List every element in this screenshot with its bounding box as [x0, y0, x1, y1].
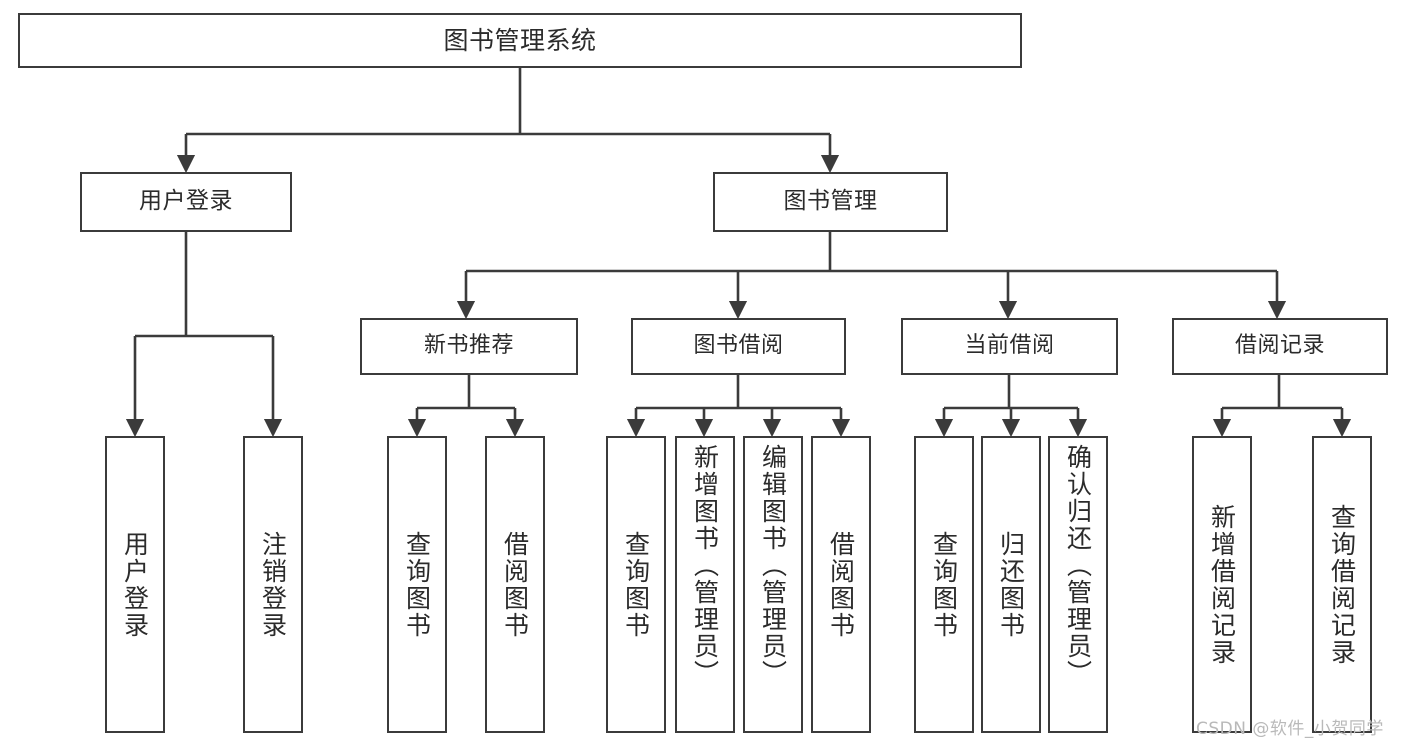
node-leaf-borrow-book-1[interactable]: 借阅图书 — [485, 436, 545, 733]
node-leaf-edit-book-admin[interactable]: 编辑图书（管理员） — [743, 436, 803, 733]
node-label: 借阅记录 — [1234, 333, 1325, 359]
node-leaf-query-book-3[interactable]: 查询图书 — [914, 436, 974, 733]
node-label: 注销登录 — [258, 530, 288, 639]
node-label: 查询借阅记录 — [1327, 503, 1357, 666]
node-label: 新增借阅记录 — [1207, 503, 1237, 666]
node-label: 图书借阅 — [693, 333, 784, 359]
node-label: 新增图书（管理员） — [690, 444, 720, 687]
node-new-book-recommend[interactable]: 新书推荐 — [360, 318, 578, 375]
node-book-management[interactable]: 图书管理 — [713, 172, 948, 232]
node-leaf-query-borrow-record[interactable]: 查询借阅记录 — [1312, 436, 1372, 733]
node-label: 当前借阅 — [964, 333, 1055, 359]
node-leaf-confirm-return-admin[interactable]: 确认归还（管理员） — [1048, 436, 1108, 733]
node-label: 查询图书 — [402, 530, 432, 639]
node-label: 用户登录 — [139, 188, 233, 215]
node-leaf-query-book-1[interactable]: 查询图书 — [387, 436, 447, 733]
node-book-borrow[interactable]: 图书借阅 — [631, 318, 846, 375]
node-label: 编辑图书（管理员） — [758, 444, 788, 687]
node-user-login[interactable]: 用户登录 — [80, 172, 292, 232]
node-leaf-query-book-2[interactable]: 查询图书 — [606, 436, 666, 733]
node-leaf-user-login[interactable]: 用户登录 — [105, 436, 165, 733]
node-label: 查询图书 — [929, 530, 959, 639]
node-leaf-add-book-admin[interactable]: 新增图书（管理员） — [675, 436, 735, 733]
node-current-borrow[interactable]: 当前借阅 — [901, 318, 1118, 375]
node-leaf-return-book[interactable]: 归还图书 — [981, 436, 1041, 733]
csdn-watermark: CSDN @软件_小贺同学 — [1196, 719, 1384, 739]
node-borrow-record[interactable]: 借阅记录 — [1172, 318, 1388, 375]
node-label: 确认归还（管理员） — [1063, 444, 1093, 687]
node-leaf-logout-login[interactable]: 注销登录 — [243, 436, 303, 733]
node-book-management-system[interactable]: 图书管理系统 — [18, 13, 1022, 68]
node-label: 图书管理 — [783, 188, 878, 215]
node-label: 借阅图书 — [826, 530, 856, 639]
node-label: 用户登录 — [120, 530, 150, 639]
node-label: 新书推荐 — [423, 333, 514, 359]
node-label: 借阅图书 — [500, 530, 530, 639]
node-leaf-borrow-book-2[interactable]: 借阅图书 — [811, 436, 871, 733]
node-label: 查询图书 — [621, 530, 651, 639]
node-label: 图书管理系统 — [443, 25, 597, 55]
node-label: 归还图书 — [996, 530, 1026, 639]
node-leaf-add-borrow-record[interactable]: 新增借阅记录 — [1192, 436, 1252, 733]
